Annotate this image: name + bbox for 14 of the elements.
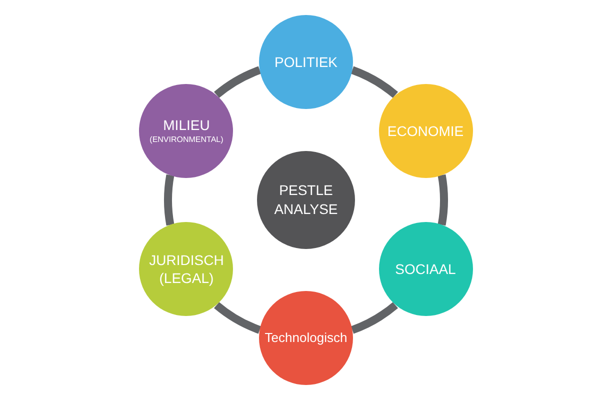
category-label: PESTLE ANALYSE [273, 181, 339, 219]
category-label: POLITIEK [274, 54, 338, 70]
category-label: Technologisch [264, 330, 348, 346]
ring-connector [350, 302, 398, 334]
category-label: JURIDISCH (LEGAL) [148, 251, 225, 287]
ring-connector [214, 66, 262, 98]
ring-connector [164, 174, 174, 226]
ring-connector [214, 302, 262, 334]
category-label: ECONOMIE [387, 122, 464, 140]
category-label: MILIEU [163, 117, 210, 134]
ring-connector [350, 66, 398, 98]
category-label: (ENVIRONMENTAL) [150, 134, 224, 145]
category-label: SOCIAAL [395, 260, 456, 278]
ring-connector [438, 174, 448, 226]
